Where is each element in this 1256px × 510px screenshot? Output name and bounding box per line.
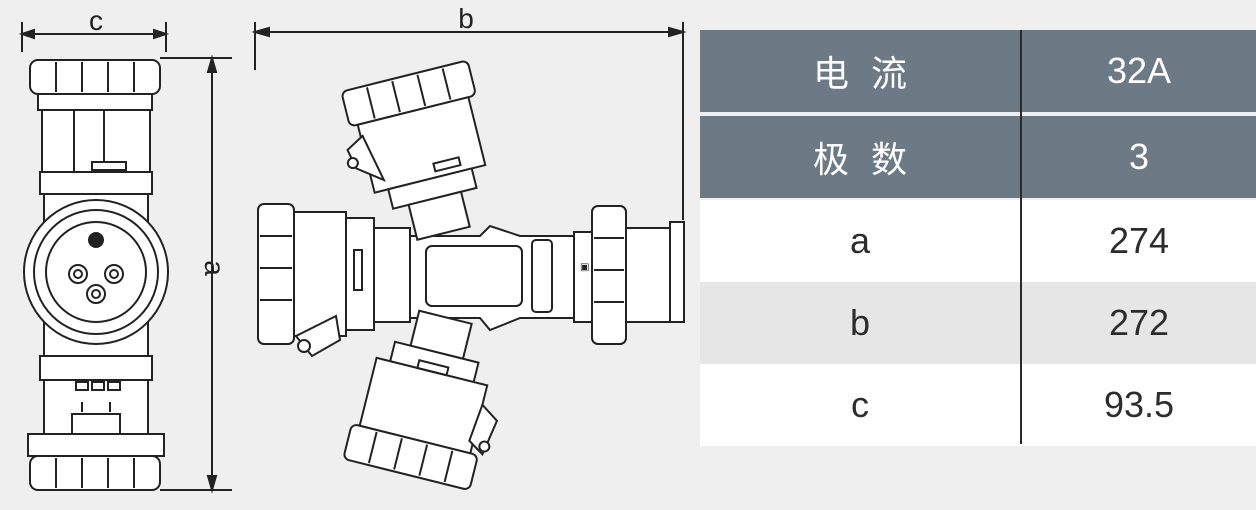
front-lower-body (39, 355, 153, 435)
side-upper-arm (341, 60, 487, 241)
spec-table: 电流 32A 极数 3 a 274 b 272 c 93.5 (700, 30, 1256, 450)
side-right-arm (591, 205, 685, 345)
front-view-drawing: c a (18, 5, 232, 494)
pin-top (88, 232, 104, 248)
table-row-poles: 极数 3 (700, 116, 1256, 198)
dimension-c-label: c (89, 5, 103, 36)
pin-right (104, 264, 124, 284)
table-cell-label: 极数 (812, 139, 929, 180)
table-row-b: b 272 (700, 282, 1256, 364)
front-top-ring (29, 59, 161, 111)
dimension-a (160, 54, 232, 494)
side-central-body: ▣ (373, 224, 593, 332)
dimension-c (18, 22, 170, 52)
dimension-b (251, 22, 687, 220)
side-left-arm (257, 203, 375, 358)
front-bottom-ring (27, 433, 165, 491)
table-row-a: a 274 (700, 200, 1256, 282)
table-row-current: 电流 32A (700, 30, 1256, 112)
table-cell-value: 32A (1106, 50, 1172, 91)
table-cell-value: 274 (1108, 220, 1170, 261)
column-divider (1020, 30, 1022, 444)
table-cell-label: 电流 (812, 53, 929, 94)
front-center-body (23, 193, 169, 357)
pin-left (68, 264, 88, 284)
table-cell-label: c (851, 384, 869, 425)
table-cell-value: 272 (1108, 302, 1170, 343)
table-cell-value: 3 (1128, 136, 1150, 177)
side-view-drawing: b ▣ (251, 3, 687, 490)
table-cell-value: 93.5 (1103, 384, 1175, 425)
front-upper-body (39, 109, 153, 195)
side-lower-arm (343, 309, 499, 490)
dimension-a-label: a (199, 260, 230, 276)
dimension-b-label: b (458, 3, 474, 34)
table-cell-label: b (849, 302, 871, 343)
table-cell-label: a (849, 220, 871, 261)
table-row-c: c 93.5 (700, 364, 1256, 446)
svg-text:▣: ▣ (580, 262, 589, 273)
pin-bottom (86, 284, 106, 304)
